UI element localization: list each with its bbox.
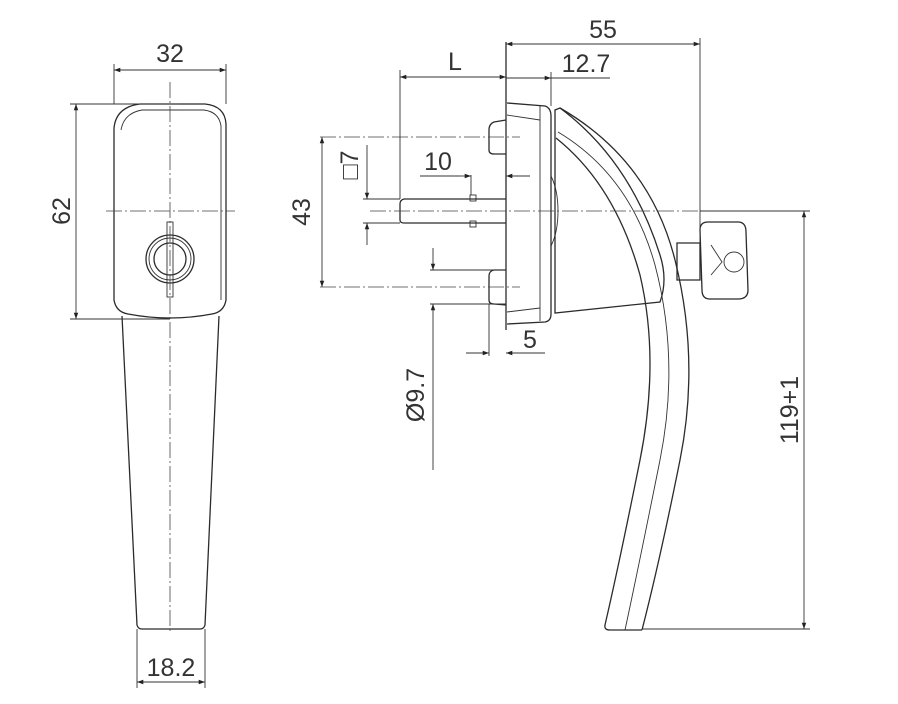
- rose-inner-outline: [120, 109, 222, 300]
- base-plate: [506, 102, 552, 325]
- dimension-boss-diameter: Ø9.7: [402, 248, 506, 470]
- dim-diameter-label: Ø9.7: [402, 368, 430, 422]
- dim-43-label: 43: [288, 198, 316, 226]
- dimension-bottom-width: 18.2: [136, 629, 206, 688]
- dim-10-label: 10: [424, 148, 452, 176]
- key-icon: [676, 221, 749, 300]
- dim-L-label: L: [448, 48, 462, 76]
- dimension-overall-depth: 55: [506, 16, 701, 243]
- front-view: 32 62 18.2: [48, 40, 235, 688]
- handle-lever-outer: [554, 107, 665, 314]
- dimension-pin-offset: 10: [420, 148, 530, 195]
- upper-screw-boss: [488, 119, 507, 155]
- handle-lever-curve-outer: [559, 107, 690, 631]
- dim-height-label: 62: [48, 197, 76, 225]
- side-view: L 55 12.7 43 □7: [288, 16, 810, 631]
- dim-55-label: 55: [589, 16, 617, 44]
- dimension-width: 32: [113, 40, 227, 104]
- dimension-spindle-length: L: [399, 48, 506, 199]
- dimension-screw-spacing: 43: [288, 136, 325, 287]
- dim-bottom-width-label: 18.2: [147, 654, 196, 682]
- dim-12-7-label: 12.7: [562, 50, 611, 78]
- dimension-height: 62: [48, 103, 180, 320]
- dim-width-label: 32: [156, 40, 184, 68]
- handle-lever-curve-mid: [557, 131, 670, 631]
- dim-5-label: 5: [523, 326, 537, 354]
- dim-119-label: 119+1: [776, 376, 804, 444]
- square-spindle: [399, 198, 506, 224]
- lower-screw-boss: [488, 269, 507, 306]
- dimension-rose-depth: 12.7: [506, 50, 610, 106]
- dim-square-7-label: □7: [336, 150, 364, 179]
- handle-shaft: [121, 315, 220, 630]
- dimension-handle-length: 119+1: [642, 210, 810, 630]
- handle-lever-curve-inner: [555, 137, 651, 631]
- dimension-boss-length: 5: [466, 304, 545, 356]
- dimension-spindle-square: □7: [336, 145, 400, 245]
